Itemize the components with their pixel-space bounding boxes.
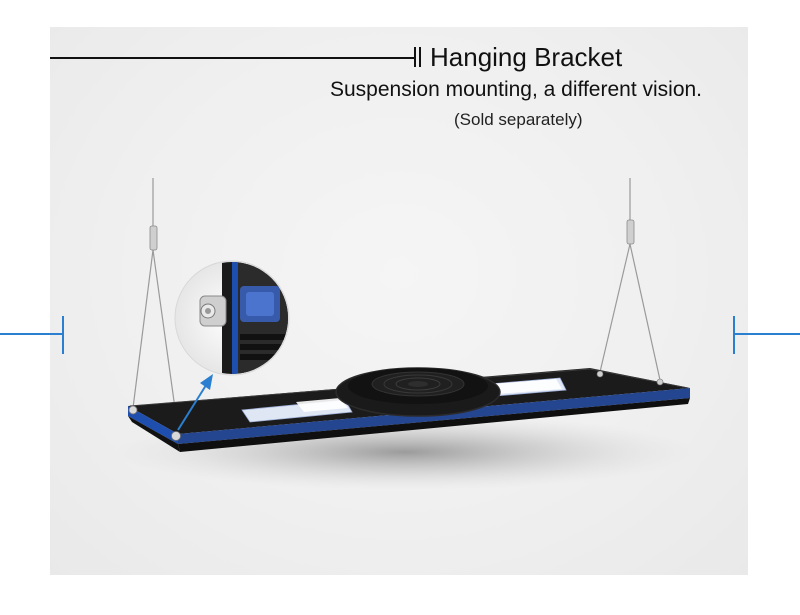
left-wire-clamp (149, 225, 158, 251)
page-title: Hanging Bracket (430, 42, 623, 72)
left-width-marker-icon (62, 316, 64, 354)
right-front-hook (656, 378, 664, 386)
left-suspension-wire (132, 178, 179, 431)
light-fixture (128, 367, 690, 452)
left-hook (128, 405, 138, 415)
page-subtitle: Suspension mounting, a different vision. (330, 78, 703, 101)
right-suspension-wire (599, 178, 661, 381)
right-hook (596, 370, 604, 378)
title-tick-icon (414, 47, 421, 67)
fan-icon (371, 371, 465, 397)
left-width-marker-line (0, 333, 64, 335)
right-width-marker-icon (733, 316, 735, 354)
title-rule (50, 57, 416, 59)
left-front-hook (171, 431, 181, 441)
callout-arrow-icon (177, 374, 213, 431)
right-wire-clamp (626, 219, 635, 245)
right-width-marker-line (734, 333, 800, 335)
sold-separately-note: (Sold separately) (454, 110, 583, 129)
bracket-detail-zoom (174, 260, 290, 376)
